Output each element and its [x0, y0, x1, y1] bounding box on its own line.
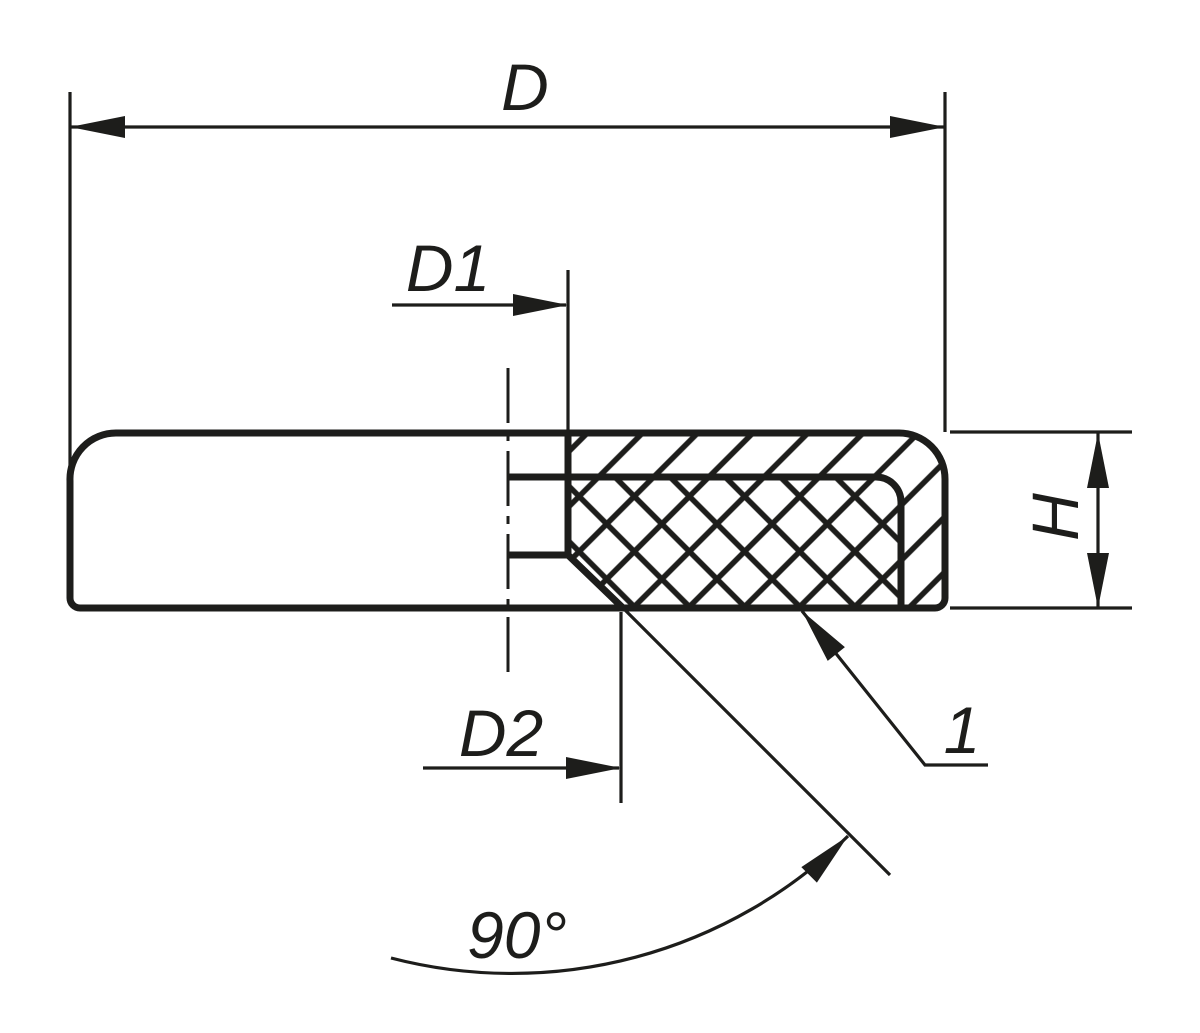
- magnet-top-edge: [508, 473, 905, 608]
- body-outline: [66, 429, 949, 612]
- angle-arrow: [801, 836, 848, 883]
- d-label: D: [501, 50, 549, 124]
- angle-arc: [390, 834, 850, 976]
- h-label: H: [1018, 493, 1092, 541]
- leader-line: [800, 610, 988, 767]
- dimension-h: H: [950, 430, 1132, 610]
- magnet-part-label: 1: [944, 693, 981, 767]
- dimension-d1: D1: [392, 231, 570, 433]
- h-arrow-bottom: [1087, 553, 1109, 608]
- leader-arrow: [802, 611, 845, 661]
- dimension-d: D: [68, 50, 947, 468]
- countersink-chamfer-edge: [565, 552, 626, 611]
- d-arrow-left: [70, 116, 125, 138]
- leader-magnet: 1: [800, 610, 988, 767]
- magnet-section: [568, 477, 901, 608]
- angle-label: 90°: [467, 898, 567, 972]
- d2-arrow: [566, 757, 621, 779]
- d1-label: D1: [406, 231, 490, 305]
- d-arrow-right: [890, 116, 945, 138]
- d2-label: D2: [459, 696, 543, 770]
- countersink-leg-line: [621, 606, 892, 877]
- angle-dimension: 90°: [390, 606, 892, 976]
- d1-arrow: [513, 294, 568, 316]
- h-arrow-top: [1087, 433, 1109, 488]
- dimension-d2: D2: [423, 612, 623, 803]
